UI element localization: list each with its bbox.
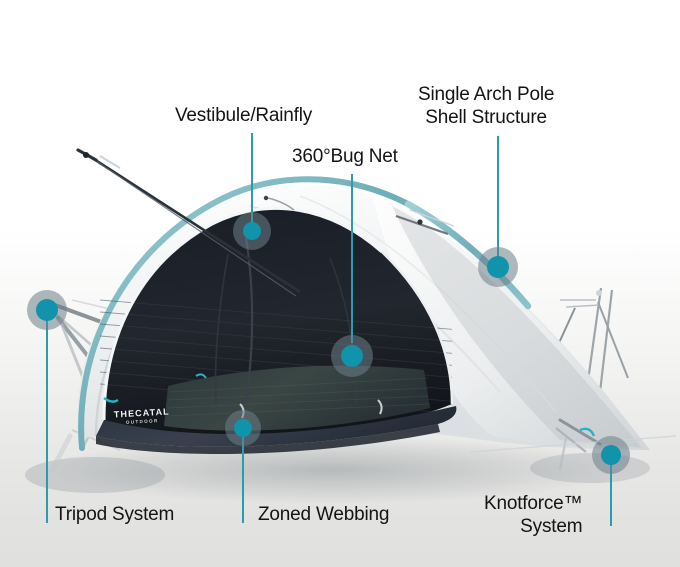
- callout-label-zoned-webbing: Zoned Webbing: [258, 504, 390, 525]
- callout-label-bug-net-360: 360°Bug Net: [292, 146, 398, 167]
- marker-core: [601, 445, 621, 465]
- callout-label-vestibule-rainfly: Vestibule/Rainfly: [175, 105, 313, 126]
- callout-marker-zoned-webbing[interactable]: [225, 410, 261, 446]
- marker-core: [341, 345, 363, 367]
- brand-name: THECATAL: [113, 406, 171, 420]
- callout-leader-vestibule-rainfly: [251, 133, 253, 231]
- callout-label-tripod-system: Tripod System: [55, 504, 175, 525]
- marker-core: [243, 222, 261, 240]
- callout-label-knotforce-system: Knotforce™ System: [484, 493, 583, 537]
- callout-marker-bug-net-360[interactable]: [331, 335, 373, 377]
- callout-label-single-arch-pole-shell-structure: Single Arch Pole Shell Structure: [418, 84, 555, 128]
- callout-leader-knotforce-system: [610, 464, 612, 526]
- callout-marker-tripod-system[interactable]: [27, 290, 67, 330]
- marker-core: [234, 419, 252, 437]
- marker-core: [487, 256, 509, 278]
- callout-leader-zoned-webbing: [242, 437, 244, 523]
- callout-marker-vestibule-rainfly[interactable]: [233, 212, 271, 250]
- callout-leader-bug-net-360: [351, 174, 353, 343]
- callout-leader-tripod-system: [46, 318, 48, 523]
- callout-marker-single-arch-pole-shell-structure[interactable]: [478, 247, 518, 287]
- callout-leader-single-arch-pole-shell-structure: [497, 136, 499, 262]
- callout-marker-knotforce-system[interactable]: [592, 436, 630, 474]
- marker-core: [36, 299, 58, 321]
